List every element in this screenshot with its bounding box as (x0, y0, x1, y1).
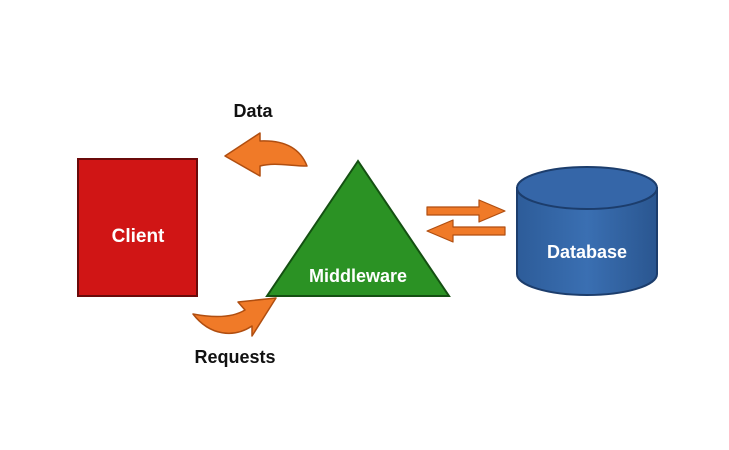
middleware-triangle (265, 159, 451, 297)
database-cylinder-top (516, 166, 658, 210)
client-node: Client (77, 158, 198, 297)
requests-label: Requests (194, 347, 275, 367)
exchange-arrows (426, 199, 506, 243)
client-label: Client (112, 226, 165, 247)
middleware-label: Middleware (309, 266, 407, 286)
client-box (77, 158, 198, 297)
data-curved-arrow-icon (224, 132, 308, 177)
database-label: Database (547, 242, 627, 262)
database-node: Database (516, 166, 658, 296)
right-arrow-icon (426, 199, 506, 223)
requests-arrow: Requests (192, 297, 277, 367)
middleware-node: Middleware (265, 159, 451, 297)
left-arrow-icon (426, 219, 506, 243)
requests-curved-arrow-icon (192, 297, 277, 337)
data-arrow: Data (224, 101, 308, 177)
database-cylinder-body (516, 187, 658, 296)
data-label: Data (233, 101, 273, 121)
